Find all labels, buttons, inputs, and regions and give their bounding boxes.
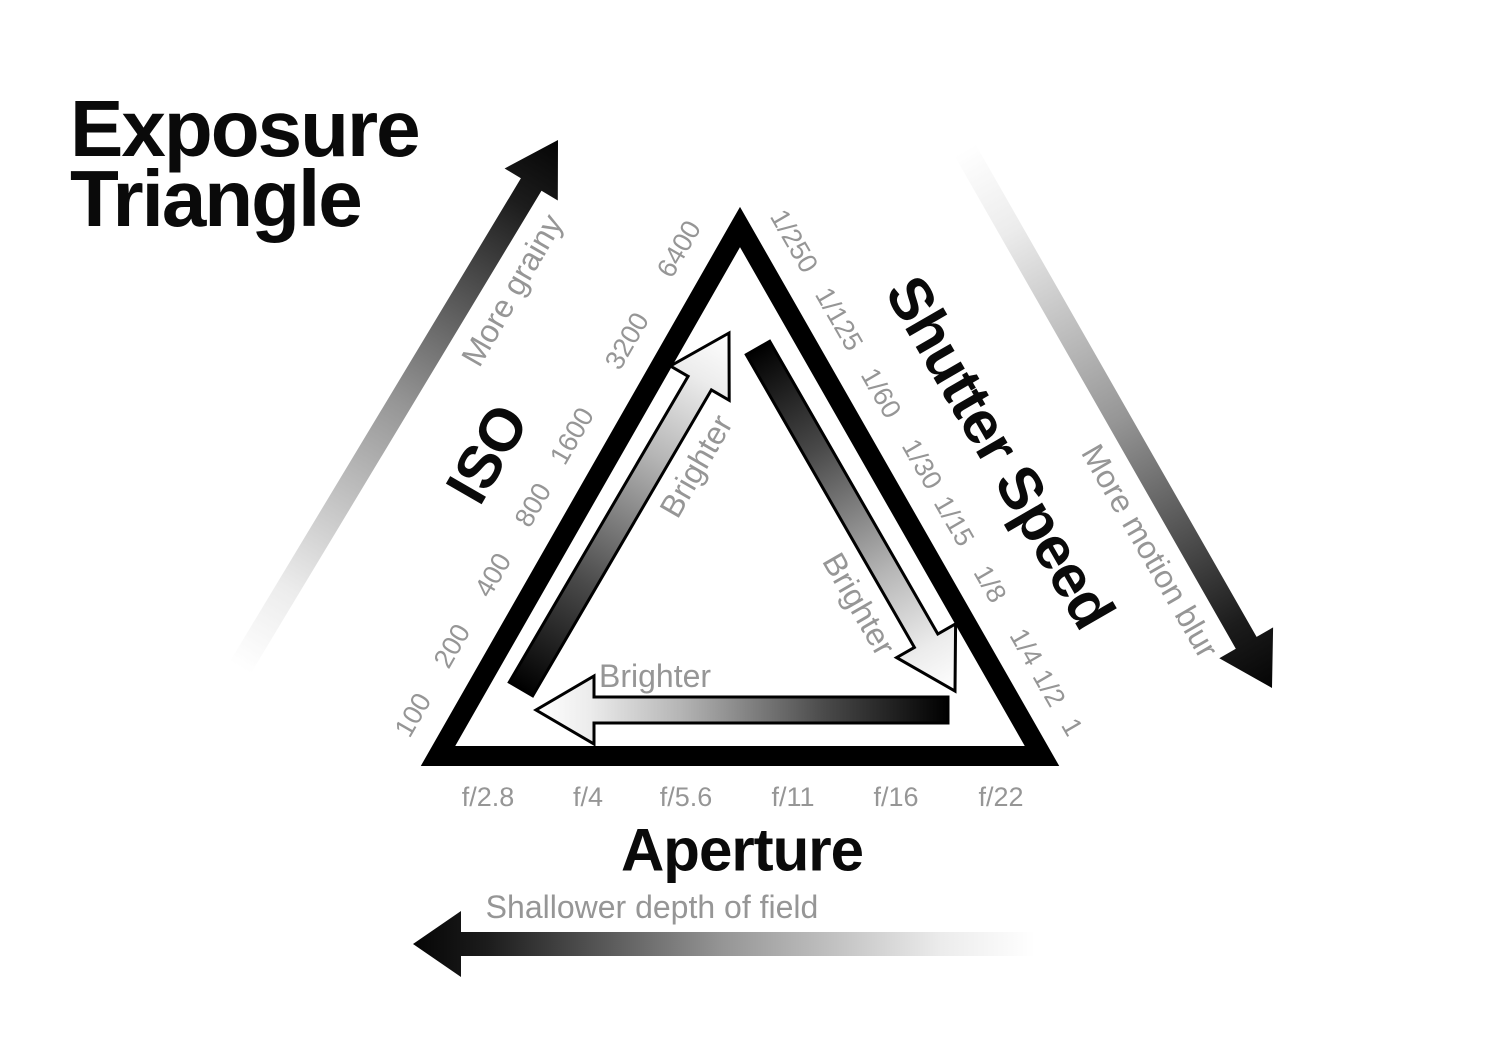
aperture-tick: f/2.8 — [462, 782, 515, 812]
shutter-tick: 1/30 — [896, 434, 948, 495]
aperture-tick: f/5.6 — [660, 782, 713, 812]
iso-tick: 6400 — [651, 215, 707, 282]
shutter-tick: 1 — [1055, 713, 1088, 741]
iso-brighter-arrow — [507, 330, 731, 698]
shutter-tick: 1/8 — [968, 560, 1013, 608]
iso-tick: 100 — [389, 688, 438, 742]
shutter-tick: 1/60 — [855, 363, 907, 424]
aperture-tick: f/11 — [771, 782, 814, 812]
triangle-outline — [420, 206, 1060, 766]
iso-tick: 200 — [428, 619, 477, 673]
title-line-1: Exposure — [70, 84, 419, 173]
iso-tick: 1600 — [544, 402, 600, 469]
aperture-brighter-arrow — [533, 673, 950, 747]
shallower-dof-label: Shallower depth of field — [486, 889, 819, 925]
title-line-2: Triangle — [70, 154, 361, 243]
iso-tick: 400 — [469, 548, 518, 602]
aperture-tick: f/4 — [573, 782, 603, 812]
aperture-label: Aperture — [621, 817, 863, 884]
more-grainy-arrow — [229, 140, 558, 675]
iso-tick: 800 — [509, 478, 558, 532]
shallower-dof-arrow — [413, 911, 1035, 977]
shutter-brighter-arrow — [744, 339, 958, 694]
more-motion-blur-arrow — [954, 144, 1274, 689]
shutter-tick: 1/15 — [928, 491, 980, 552]
shutter-tick: 1/2 — [1027, 664, 1072, 712]
shutter-tick: 1/4 — [1004, 623, 1049, 671]
aperture-scale: f/2.8 f/4 f/5.6 f/11 f/16 f/22 — [462, 782, 1024, 812]
page-title: Exposure Triangle — [70, 84, 421, 243]
aperture-tick: f/16 — [873, 782, 918, 812]
aperture-tick: f/22 — [978, 782, 1023, 812]
aperture-brighter-label: Brighter — [599, 658, 711, 694]
iso-tick: 3200 — [599, 307, 655, 374]
